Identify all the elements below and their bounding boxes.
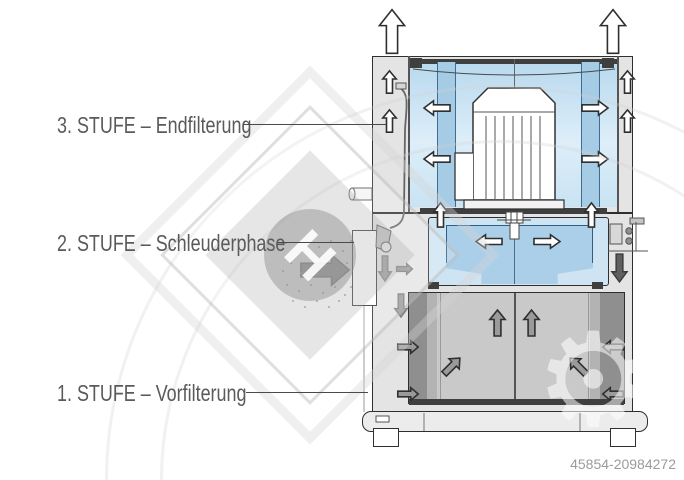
label-stage2: 2. STUFE – Schleuderphase [57,230,286,256]
airflow-down-arrow-icon [378,255,392,282]
airflow-left-arrow-icon [423,100,451,116]
centrifuge-funnel [446,263,593,284]
inner-wall-left [408,56,410,213]
prefilter-mat-left-inner [427,293,437,403]
exhaust-up-arrow-icon [378,8,406,55]
image-code: 45854-20984272 [570,456,676,472]
panel-seam [440,293,441,403]
machine-foot-left [373,428,399,447]
airflow-up-arrow-icon [382,70,397,94]
airflow-up-arrow-icon [433,202,448,228]
fan-motor [472,87,556,201]
centrifuge-right-arrow-icon [533,234,561,249]
panel-seam [588,293,589,403]
final-filter-cartridge-right [581,62,600,207]
prefilter-right-arrow-icon [397,340,419,354]
air-inlet-duct [352,230,377,306]
leader-line-stage2 [278,242,354,243]
leader-line-stage1 [246,392,368,393]
machine-foot-right [610,428,636,447]
airflow-up-arrow-icon [620,109,635,133]
airflow-right-arrow-icon [581,100,609,116]
exhaust-up-arrow-icon [599,8,627,55]
prefilter-up-arrow-icon [523,309,540,337]
motor-base-plate [463,199,565,210]
final-filter-cartridge-left [437,62,456,207]
centrifuge-feet [428,282,603,289]
prefilter-left-arrow-icon [602,387,624,401]
rail-end-block [602,58,614,68]
airflow-up-arrow-icon [620,70,635,94]
prefilter-right-arrow-icon [397,387,419,401]
base-frame [362,411,648,432]
leader-line-stage3 [243,124,386,125]
separator-plate [420,208,607,214]
discharge-valve [609,223,623,245]
chamber-top-rail [410,59,617,64]
centrifuge-axis [514,218,515,284]
inner-wall-right [617,56,619,213]
prefilter-diagonal-arrow-icon [564,352,592,380]
label-stage3: 3. STUFE – Endfilterung [57,112,252,138]
label-stage1: 1. STUFE – Vorfilterung [57,380,247,406]
airflow-up-arrow-icon [584,202,599,228]
prefilter-mat-right-inner [590,293,600,403]
dust-inlet-arrow-icon [299,253,351,287]
airflow-down-arrow-icon [394,293,408,318]
pressure-tube [389,87,408,229]
airflow-up-arrow-icon [382,109,397,133]
machine-linework [348,68,648,431]
motor-cooling-fins [485,116,541,199]
rotor-shaft [505,211,524,224]
airflow-left-arrow-icon [423,151,451,167]
rail-end-block [410,58,422,68]
prefilter-up-arrow-icon [489,309,506,337]
centrifuge-left-arrow-icon [475,234,503,249]
prefilter-left-arrow-icon [602,340,624,354]
panel-split-center [514,293,516,403]
prefilter-diagonal-arrow-icon [438,352,466,380]
prefilter-bottom-band [409,399,624,405]
airflow-right-arrow-icon [396,263,413,275]
airflow-right-arrow-icon [581,151,609,167]
dust-discharge-down-arrow-icon [611,253,628,283]
